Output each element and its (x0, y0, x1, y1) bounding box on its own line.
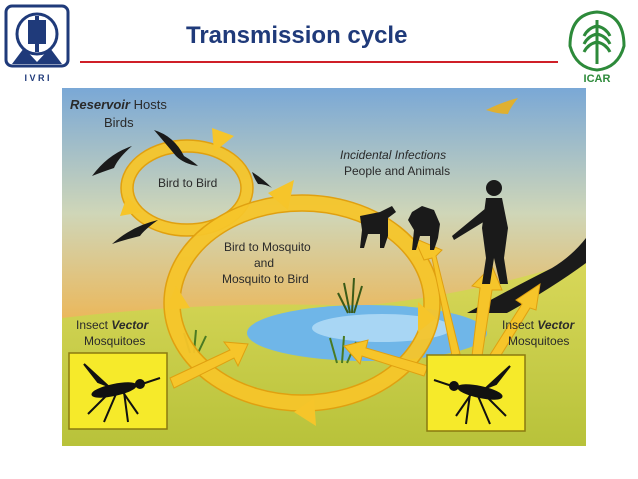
slide-title: Transmission cycle (186, 22, 408, 49)
incidental-line1: Incidental Infections (340, 148, 447, 162)
icar-wheat-emblem-icon: ICAR (568, 10, 626, 85)
bird-icon (154, 130, 198, 166)
incidental-arrows (413, 237, 541, 361)
reservoir-label: Reservoir Hosts (70, 98, 167, 112)
mosquito-icon (83, 363, 161, 423)
bird-icons (92, 130, 272, 244)
vector-right-prefix: Insect (502, 318, 538, 332)
person-silhouette (452, 180, 508, 284)
bird-icon (252, 172, 272, 188)
reeds (337, 277, 363, 314)
vector-right-label: Insect Vector (502, 318, 574, 332)
reservoir-birds-label: Birds (104, 115, 134, 130)
vector-left-emph: Vector (111, 318, 149, 332)
transmission-diagram: Reservoir Hosts Birds Bird to Bird Incid… (62, 88, 586, 446)
loop-arrowhead-top (212, 128, 234, 152)
big-loop-arrowhead-left (166, 286, 190, 310)
vector-box-right (426, 354, 526, 432)
mosquito-cycle-line1: Bird to Mosquito (224, 240, 311, 254)
vector-left-prefix: Insect (76, 318, 112, 332)
icar-logo-text: ICAR (584, 73, 611, 85)
vector-box-left (68, 352, 168, 430)
reservoir-emph: Reservoir (70, 97, 130, 112)
bird-to-bird-label: Bird to Bird (158, 176, 218, 190)
vector-right-mosquitoes: Mosquitoes (508, 334, 570, 348)
vector-left-mosquitoes: Mosquitoes (84, 334, 146, 348)
vector-right-arrow (343, 339, 429, 377)
mosquito-cycle-line2: and (254, 256, 275, 270)
bird-icon (112, 220, 158, 244)
big-loop-arrowhead-bottom (294, 398, 316, 426)
vector-right-emph: Vector (537, 318, 575, 332)
reservoir-suffix: Hosts (129, 97, 167, 112)
mosquito-cycle-line3: Mosquito to Bird (222, 272, 309, 286)
incidental-line2: People and Animals (344, 164, 451, 178)
ivri-emblem-icon: I V R I (4, 4, 70, 83)
bird-to-bird-loop (121, 140, 253, 236)
bird-icon (92, 146, 132, 176)
vector-left-label: Insect Vector (76, 318, 148, 332)
big-loop-arrowhead-right (418, 302, 436, 332)
horse-icon (360, 206, 440, 250)
vector-left-arrow (169, 341, 249, 389)
loop-arrowhead-left (120, 196, 142, 216)
title-underline (80, 61, 558, 63)
yellow-bird-icon (486, 98, 518, 114)
big-loop-arrowhead-top (268, 180, 294, 210)
mosquito-icon (433, 365, 511, 425)
ivri-logo-text: I V R I (24, 73, 49, 83)
